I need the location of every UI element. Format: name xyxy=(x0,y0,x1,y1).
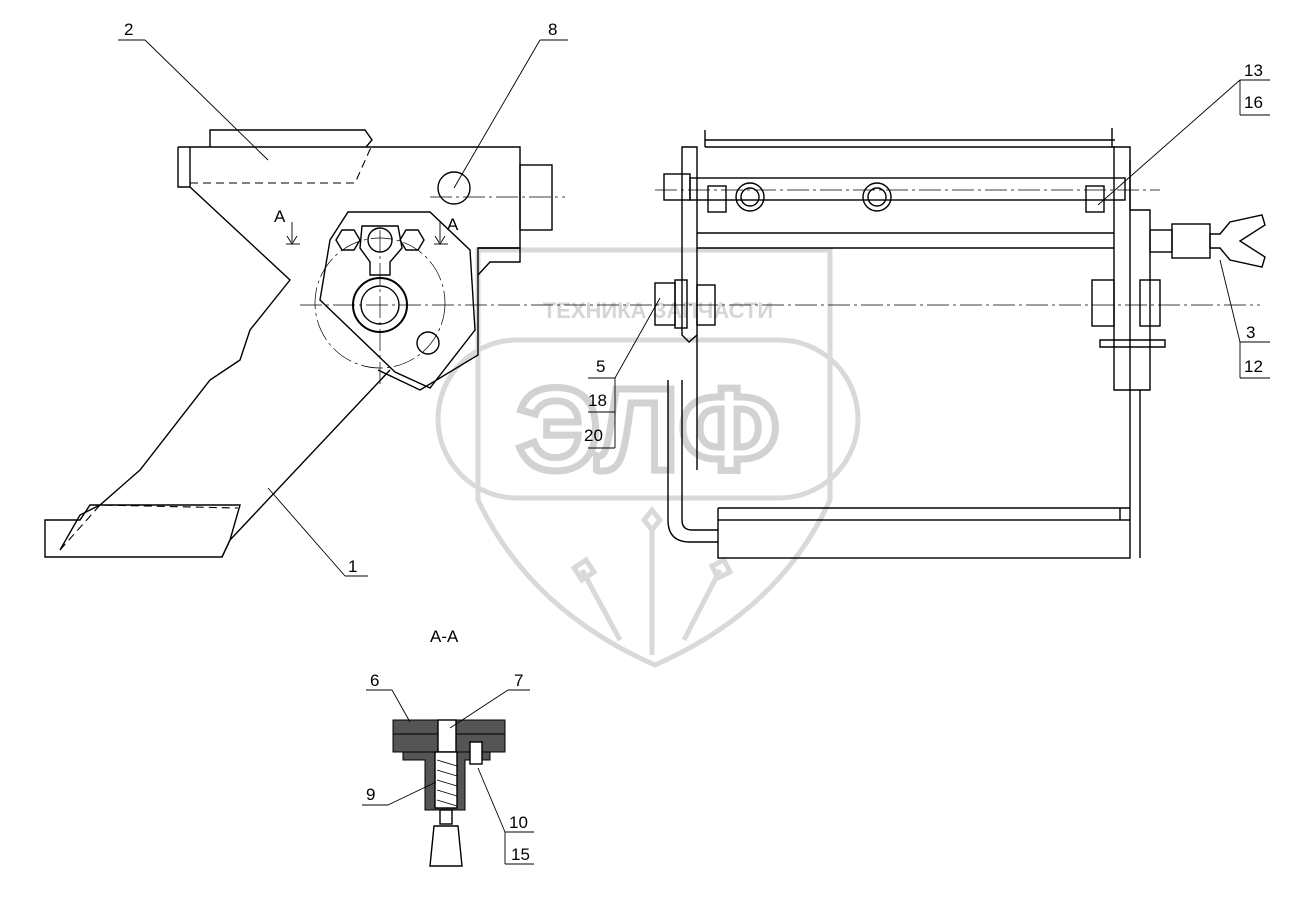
pin-8 xyxy=(437,171,471,205)
callout-18: 18 xyxy=(588,391,607,410)
pivot-plate xyxy=(319,211,476,389)
lower-pad xyxy=(44,504,241,558)
top-boss xyxy=(519,164,553,231)
watermark-shield xyxy=(475,247,833,668)
callout-13: 13 xyxy=(1244,61,1263,80)
callout-5: 5 xyxy=(596,357,605,376)
frame-vertical xyxy=(667,380,718,543)
lever-arm xyxy=(59,186,291,551)
right-lever-plate xyxy=(1099,339,1166,348)
watermark-wheat-icon xyxy=(570,505,734,655)
section-aa xyxy=(392,719,506,867)
section-mark-left: А xyxy=(274,207,286,226)
right-hub xyxy=(1091,279,1115,327)
callouts: 2 8 1 13 16 3 12 5 18 20 6 xyxy=(118,20,1270,865)
callout-8: 8 xyxy=(548,20,557,39)
bolt-head-2 xyxy=(862,182,892,212)
handle-knob xyxy=(1209,214,1266,268)
hex-nut-right xyxy=(399,229,425,251)
right-frame-assembly xyxy=(654,128,1266,559)
latch-body xyxy=(359,225,403,276)
section-mark-right: А xyxy=(447,215,459,234)
watermark-logo-text: ЭЛФ xyxy=(517,364,780,496)
section-knob xyxy=(429,825,463,867)
lower-pin xyxy=(416,331,440,355)
left-pedal-assembly: А А xyxy=(44,129,1260,558)
hex-nut-left xyxy=(335,229,361,251)
left-side-plate xyxy=(681,146,698,343)
watermark: ЭЛФ ТЕХНИКА ЗАПЧАСТИ xyxy=(435,247,861,668)
handle-shaft xyxy=(1149,229,1173,253)
callout-6: 6 xyxy=(370,671,379,690)
callout-12: 12 xyxy=(1244,357,1263,376)
bolt-head-1 xyxy=(735,182,765,212)
callout-3: 3 xyxy=(1246,323,1255,342)
bottom-roller xyxy=(717,519,1131,559)
callout-7: 7 xyxy=(514,671,523,690)
callout-10: 10 xyxy=(509,813,528,832)
watermark-banner xyxy=(435,337,861,501)
upper-pad xyxy=(209,129,373,148)
callout-20: 20 xyxy=(584,426,603,445)
callout-1: 1 xyxy=(348,557,357,576)
callout-15: 15 xyxy=(511,845,530,864)
callout-16: 16 xyxy=(1244,93,1263,112)
callout-2: 2 xyxy=(124,20,133,39)
section-title: А-А xyxy=(430,627,459,646)
callout-9: 9 xyxy=(366,785,375,804)
